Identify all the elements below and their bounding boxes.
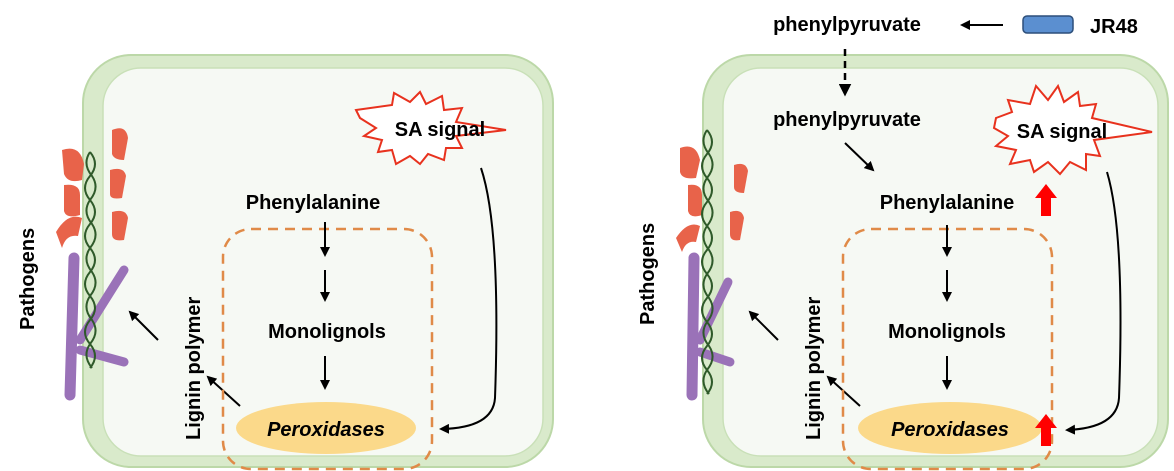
pathogen-hypha-purple <box>686 252 735 401</box>
arrow-sa-to-peroxidase <box>439 167 498 434</box>
phenylalanine-label: Phenylalanine <box>880 192 1015 214</box>
arrow-phenylpyruvate-to-phe <box>844 142 875 172</box>
external-phenylpyruvate-label: phenylpyruvate <box>773 14 921 36</box>
up-arrow-peroxidases <box>1035 414 1057 446</box>
arrow-to-wall-upper <box>748 310 779 341</box>
peroxidases-ellipse <box>236 402 416 454</box>
phenylalanine-label: Phenylalanine <box>246 192 381 214</box>
sa-signal-label: SA signal <box>1017 121 1107 143</box>
pathogen-cells-orange <box>56 128 128 248</box>
arrow-to-wall-upper <box>128 310 159 341</box>
lignin-polymer-label: Lignin polymer <box>803 296 825 440</box>
jr48-label: JR48 <box>1090 16 1138 38</box>
sa-signal-label: SA signal <box>395 119 485 141</box>
peroxidases-label: Peroxidases <box>267 419 385 441</box>
internal-phenylpyruvate-label: phenylpyruvate <box>773 109 921 131</box>
cytoplasm <box>722 67 1159 457</box>
sa-signal-burst <box>354 90 507 166</box>
monolignol-pathway-box <box>221 227 434 471</box>
sa-signal-burst <box>992 83 1153 176</box>
lignin-polymer-label: Lignin polymer <box>183 296 205 440</box>
arrow-sa-to-peroxidase <box>1065 171 1122 435</box>
peroxidases-label: Peroxidases <box>891 419 1009 441</box>
up-arrow-phenylalanine <box>1035 184 1057 216</box>
lignin-strands <box>84 151 97 369</box>
pathogen-cells-orange <box>676 146 748 252</box>
pathogens-label: Pathogens <box>637 223 659 325</box>
peroxidases-ellipse <box>858 402 1042 454</box>
lignin-strands <box>701 129 714 395</box>
monolignols-label: Monolignols <box>268 321 386 343</box>
panel-control: Pathogens Lignin polymer Phenylalanine M… <box>17 54 554 471</box>
monolignols-label: Monolignols <box>888 321 1006 343</box>
pathogens-label: Pathogens <box>17 228 39 330</box>
jr48-bacterium <box>1022 15 1074 34</box>
panel-jr48: phenylpyruvate JR48 phenylpyruvate Patho… <box>637 14 1169 471</box>
